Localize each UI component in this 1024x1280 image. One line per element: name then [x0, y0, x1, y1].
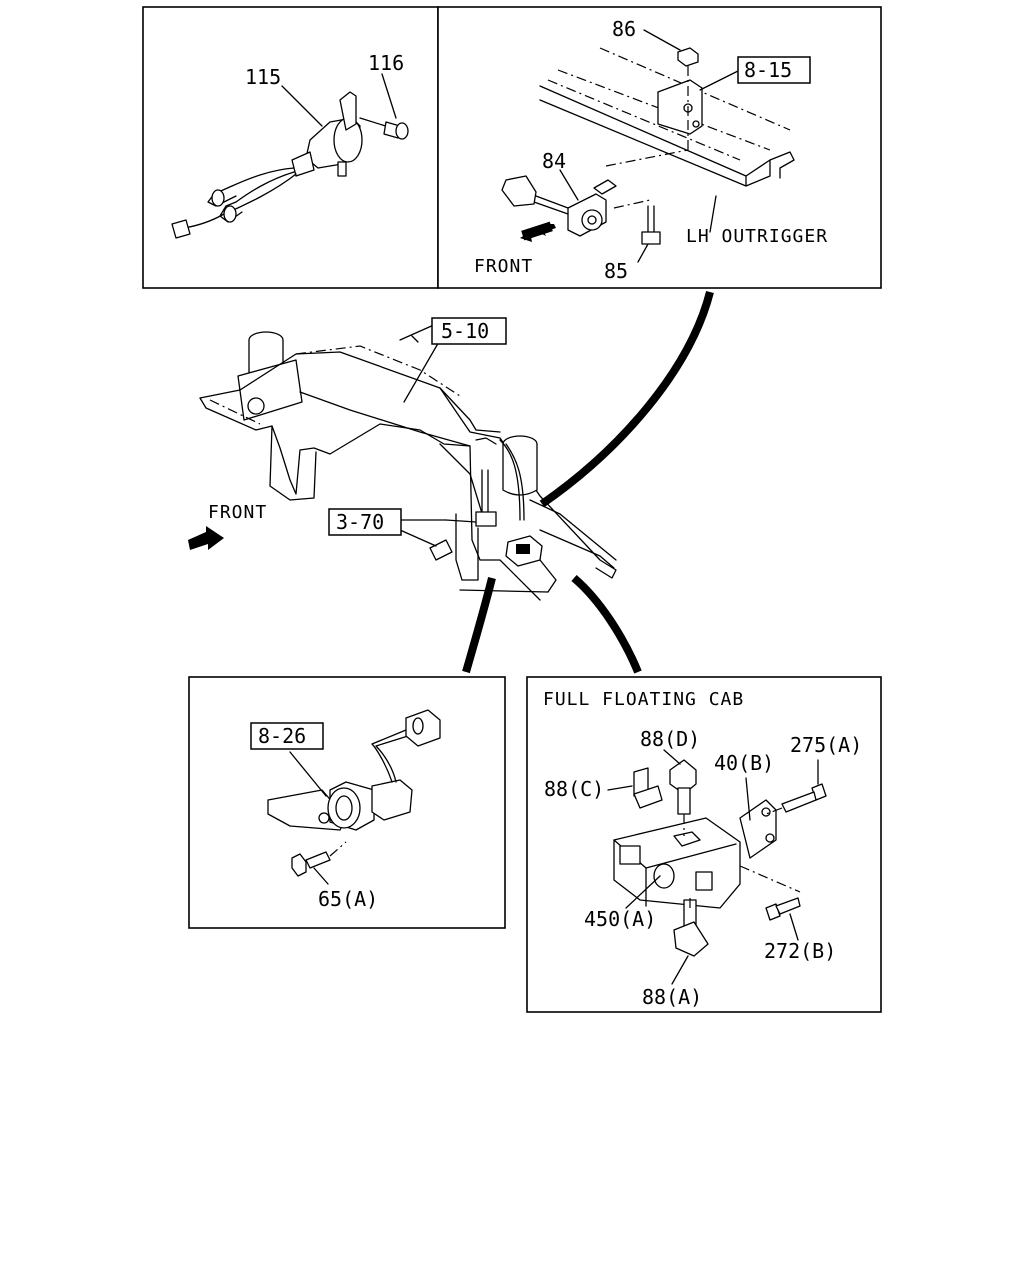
panel-top-left: 115 116 — [142, 6, 439, 289]
leader-116 — [381, 73, 397, 119]
sensor-84-illustration — [501, 120, 689, 237]
part-label-85: 85 — [604, 259, 628, 283]
ref-box-3-70 — [328, 508, 402, 536]
bolt-65a-illustration — [291, 841, 347, 877]
valve-block-illustration — [613, 817, 741, 909]
part-label-450a: 450(A) — [584, 907, 656, 931]
part-label-65a: 65(A) — [318, 887, 378, 911]
bracket-illustration — [657, 79, 703, 135]
front-arrow-center-icon — [188, 526, 224, 550]
panel-bottom-left: 8-26 65(A) — [188, 676, 506, 929]
part-label-86: 86 — [612, 17, 636, 41]
air-tank-illustration — [237, 331, 303, 421]
part-label-88c: 88(C) — [544, 777, 604, 801]
label-front-top: FRONT — [474, 256, 533, 277]
ref-label-8-15: 8-15 — [744, 58, 792, 82]
fitting-88d-illustration — [669, 759, 697, 836]
ref-label-8-26: 8-26 — [258, 724, 306, 748]
ref-label-3-70: 3-70 — [336, 510, 384, 534]
callout-connectors — [462, 291, 714, 674]
frame-assembly: 5-10 3-70 FRONT — [188, 317, 617, 601]
bolt-275a-illustration — [765, 783, 827, 815]
part-label-272b: 272(B) — [764, 939, 836, 963]
bolt-85-illustration — [641, 205, 661, 245]
ref-label-5-10: 5-10 — [441, 319, 489, 343]
fitting-88c-illustration — [633, 767, 663, 809]
leader-115 — [281, 85, 323, 127]
part-label-88a: 88(A) — [642, 985, 702, 1009]
bolt-116-illustration — [359, 117, 409, 140]
ref-box-5-10 — [431, 317, 507, 345]
panel-heading-full-floating-cab: FULL FLOATING CAB — [543, 689, 744, 710]
panel-top-right: 86 8-15 84 85 LH OUTRIGGER FRONT — [437, 6, 882, 289]
panel-bottom-right: FULL FLOATING CAB 88(D) 88(C) 40(B) 275(… — [526, 676, 882, 1013]
nut-86-illustration — [677, 47, 699, 120]
part-label-40b: 40(B) — [714, 751, 774, 775]
part-label-115: 115 — [245, 65, 281, 89]
part-label-88d: 88(D) — [640, 727, 700, 751]
ref-box-8-15 — [737, 56, 811, 84]
part-label-84: 84 — [542, 149, 566, 173]
part-label-275a: 275(A) — [790, 733, 862, 757]
leader-outrigger — [709, 195, 717, 233]
ref-box-8-26 — [250, 722, 324, 750]
sensor-assembly-illustration — [171, 91, 363, 239]
fitting-88a-illustration — [673, 896, 709, 957]
solenoid-valve-illustration — [267, 709, 441, 831]
bolt-272b-illustration — [739, 865, 801, 921]
part-label-116: 116 — [368, 51, 404, 75]
label-lh-outrigger: LH OUTRIGGER — [686, 226, 828, 247]
label-front-center: FRONT — [208, 502, 267, 523]
